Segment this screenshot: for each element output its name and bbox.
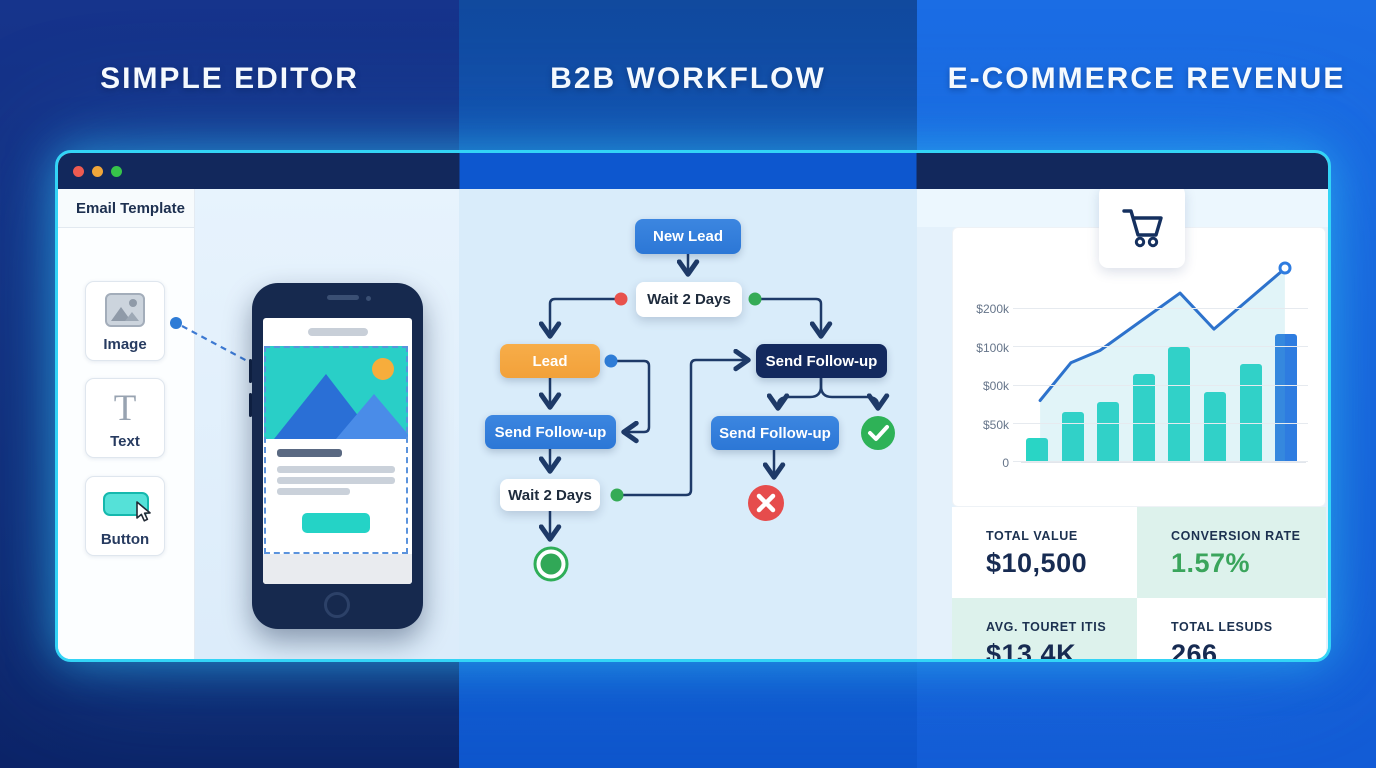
stat-label: CONVERSION RATE	[1171, 529, 1301, 543]
branch-dot-blue	[604, 354, 618, 368]
revenue-bar	[1275, 334, 1298, 462]
y-tick-label: $00k	[982, 379, 1009, 394]
component-card-text[interactable]: T Text	[85, 378, 165, 458]
workflow-node-new-lead[interactable]: New Lead	[635, 219, 741, 254]
failure-x-icon	[748, 485, 784, 521]
section-title-ecommerce-revenue: E-COMMERCE REVENUE	[947, 62, 1346, 95]
email-heading-placeholder	[277, 449, 342, 457]
stat-total-value: TOTAL VALUE $10,500	[952, 507, 1137, 598]
email-text-line	[277, 466, 395, 473]
email-footer-area	[263, 554, 412, 584]
email-header-placeholder	[308, 328, 368, 336]
workflow-node-send-follow-up[interactable]: Send Follow-up	[711, 416, 839, 450]
stat-label: AVG. TOURET ITIS	[986, 620, 1107, 634]
stat-value: $10,500	[986, 548, 1088, 578]
gridline	[1013, 384, 1308, 386]
revenue-bar	[1061, 412, 1084, 462]
y-tick-label: $200k	[976, 302, 1009, 317]
gridline	[1013, 346, 1308, 348]
stat-value: 1.57%	[1171, 548, 1251, 578]
workflow-connectors	[533, 252, 895, 582]
stat-total: TOTAL LESUDS 266	[1137, 598, 1326, 659]
revenue-chart-plot	[1013, 261, 1308, 463]
workflow-pane: New Lead Wait 2 Days Lead Send Follow-up…	[459, 189, 917, 659]
sidebar-title: Email Template	[58, 189, 194, 228]
cursor-icon	[136, 501, 151, 522]
workflow-node-lead[interactable]: Lead	[500, 344, 600, 378]
sun-icon	[372, 358, 394, 380]
component-card-button[interactable]: Button	[85, 476, 165, 556]
revenue-bar	[1168, 347, 1191, 462]
minimize-button[interactable]	[92, 166, 103, 177]
branch-dot-green	[748, 292, 762, 306]
y-tick-label: $100k	[976, 340, 1009, 355]
email-cta-button[interactable]	[302, 513, 370, 533]
success-check-icon	[861, 416, 895, 450]
selection-outline	[264, 346, 408, 554]
section-title-simple-editor: SIMPLE EDITOR	[100, 62, 359, 95]
y-tick-label: 0	[1002, 456, 1009, 470]
stat-label: TOTAL VALUE	[986, 529, 1078, 543]
phone-speaker	[327, 295, 359, 300]
cart-badge	[1099, 189, 1185, 268]
revenue-bar	[1239, 364, 1262, 462]
stat-conversion-rate: CONVERSION RATE 1.57%	[1137, 507, 1326, 598]
branch-dot-green	[610, 488, 624, 502]
end-node-icon	[533, 546, 569, 582]
phone-camera	[366, 296, 371, 301]
y-axis-labels: 0 $50k $00k $100k $200k	[953, 271, 1015, 470]
email-editor-pane: Email Template Image T Text	[58, 189, 459, 659]
revenue-chart-card: 0 $50k $00k $100k $200k	[952, 227, 1326, 507]
component-label: Image	[103, 336, 147, 353]
phone-volume-button	[249, 393, 252, 417]
phone-home-button	[324, 592, 350, 618]
workflow-node-send-follow-up[interactable]: Send Follow-up	[485, 415, 616, 449]
revenue-bar	[1025, 438, 1048, 462]
components-sidebar: Email Template	[58, 189, 195, 659]
stat-label: TOTAL LESUDS	[1171, 620, 1273, 634]
stat-value: 266	[1171, 639, 1218, 659]
cart-icon	[1122, 208, 1163, 247]
phone-mockup	[249, 283, 423, 629]
revenue-bar	[1132, 374, 1155, 462]
gridline	[1013, 308, 1308, 310]
email-hero-image	[264, 346, 408, 439]
branch-dot-red	[614, 292, 628, 306]
revenue-pane: 0$50k$00k$100k$200k TOT	[917, 189, 1328, 659]
phone-volume-button	[249, 359, 252, 383]
app-window: Email Template Image T Text	[55, 150, 1331, 662]
email-text-line	[277, 477, 395, 484]
close-button[interactable]	[73, 166, 84, 177]
stats-grid: TOTAL VALUE $10,500 CONVERSION RATE 1.57…	[952, 507, 1326, 659]
component-label: Button	[100, 531, 150, 548]
revenue-bar	[1204, 392, 1227, 462]
stat-avg: AVG. TOURET ITIS $13.4K	[952, 598, 1137, 659]
window-titlebar	[58, 153, 1328, 189]
component-label: Text	[110, 433, 140, 450]
section-title-b2b-workflow: B2B WORKFLOW	[550, 62, 826, 95]
workflow-node-wait-2-days[interactable]: Wait 2 Days	[500, 479, 600, 511]
phone-screen	[263, 318, 412, 584]
trend-line	[1021, 257, 1306, 462]
stat-value: $13.4K	[986, 639, 1077, 659]
button-icon	[103, 492, 149, 516]
maximize-button[interactable]	[111, 166, 122, 177]
text-icon: T	[113, 388, 137, 429]
revenue-bar	[1097, 402, 1120, 462]
gridline	[1013, 461, 1308, 462]
workflow-node-send-follow-up[interactable]: Send Follow-up	[756, 344, 887, 378]
image-icon	[86, 292, 164, 328]
y-tick-label: $50k	[982, 417, 1009, 432]
trend-line-end-marker	[1278, 261, 1292, 275]
component-card-image[interactable]: Image	[85, 281, 165, 361]
gridline	[1013, 422, 1308, 424]
workflow-node-wait-2-days[interactable]: Wait 2 Days	[636, 282, 742, 317]
email-text-line	[277, 488, 350, 495]
